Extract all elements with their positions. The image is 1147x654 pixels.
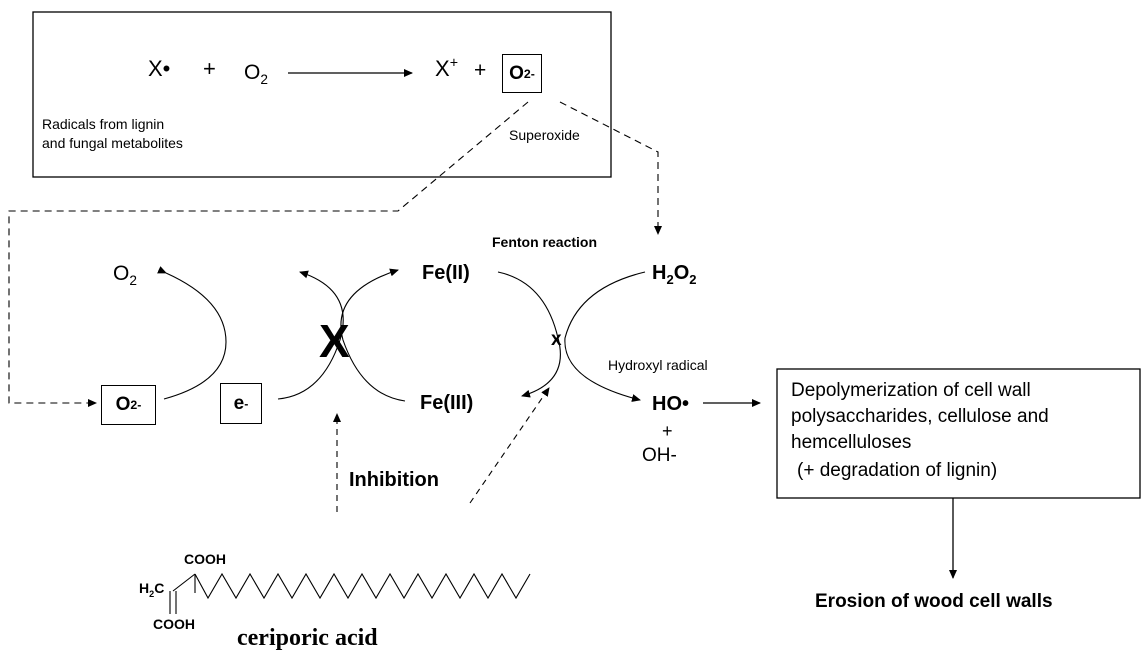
o2-cycle-arc — [157, 266, 227, 400]
outcome-line1: Depolymerization of cell wall — [791, 380, 1031, 401]
ceriporic-acid-name: ceriporic acid — [237, 625, 378, 651]
radicals-label-line2: and fungal metabolites — [42, 135, 183, 151]
outcome-box — [776, 368, 1141, 499]
dashed-path-to-h2o2 — [559, 101, 662, 235]
plus-sign: + — [203, 56, 216, 81]
inhibition-x-small: x — [551, 329, 562, 350]
top-reaction-box — [32, 11, 612, 178]
carboxyl-bottom: COOH — [153, 616, 195, 632]
iron-iii: Fe(III) — [420, 392, 474, 414]
ceriporic-acid-structure — [169, 572, 531, 614]
hydroxide: OH- — [642, 445, 677, 466]
radicals-label-line1: Radicals from lignin — [42, 116, 165, 132]
inhibition-arrow-right — [469, 387, 550, 504]
hydroxyl-radical-label: Hydroxyl radical — [608, 357, 708, 373]
methylene-group: H2C — [139, 580, 165, 599]
iron-reduction-arc — [340, 268, 406, 402]
peroxide-cleavage-arc — [564, 271, 646, 402]
fenton-reaction-label: Fenton reaction — [492, 234, 598, 250]
x-cation: X+ — [435, 55, 459, 81]
electron-box: e- — [220, 383, 262, 424]
plus-sign-2: + — [474, 59, 487, 82]
erosion-label: Erosion of wood cell walls — [815, 591, 1053, 612]
outcome-line2: polysaccharides, cellulose and — [791, 406, 1049, 427]
oxygen-reactant: O2 — [244, 61, 268, 88]
cycle-oxygen: O2 — [113, 262, 137, 289]
fenton-oxidation-arc — [497, 271, 561, 398]
hydroxyl-radical: HO• — [652, 393, 690, 415]
plus-sign-hydroxide: + — [662, 421, 673, 441]
hydrogen-peroxide: H2O2 — [652, 262, 697, 287]
electron-transfer-arc — [277, 270, 344, 400]
outcome-line4: (+ degradation of lignin) — [797, 460, 998, 481]
inhibition-x-large: X — [319, 315, 350, 367]
inhibition-label: Inhibition — [349, 469, 439, 491]
carboxyl-top: COOH — [184, 551, 226, 567]
dashed-path-to-cycle — [8, 101, 529, 407]
superoxide-label: Superoxide — [509, 127, 580, 143]
iron-ii: Fe(II) — [422, 262, 470, 284]
outcome-line3: hemcelluloses — [791, 432, 912, 453]
x-radical: X• — [148, 56, 171, 81]
